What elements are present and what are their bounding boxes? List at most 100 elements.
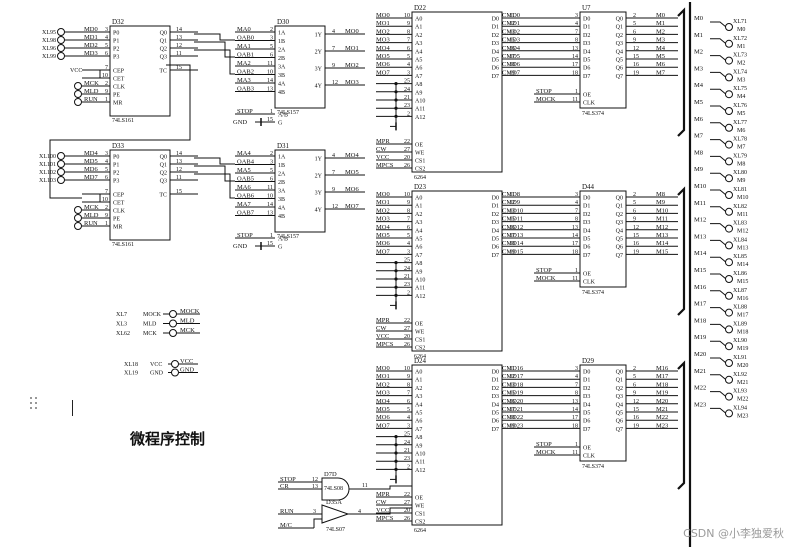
pin-number: 17 [572,415,578,421]
signal-label: MO3 [376,216,390,223]
pin-number: 27 [404,500,410,506]
pin-number: 1 [105,221,108,227]
pin-number: 26 [404,342,410,348]
connector-terminal [171,368,179,377]
pin-number: 3 [270,36,273,42]
wire [710,172,727,179]
pin-name: A3 [415,220,422,226]
pin-name: TC [159,69,167,75]
signal-label: MO6 [376,61,390,68]
output-terminal [725,392,733,401]
signal-label: MLD [84,212,99,219]
pin-name: 4B [278,90,285,96]
drag-handle-icon[interactable] [30,397,38,413]
chip-name: D29 [582,357,595,365]
pin-name: D0 [492,17,499,23]
signal-label: MOCK [143,312,162,318]
pin-name: OE [583,446,591,452]
signal-label: MPCS [376,162,394,169]
ram-d24-body [411,364,503,526]
wire [710,206,727,213]
pin-number: 7 [575,382,578,388]
ram-d23-body [411,190,503,352]
wire [710,139,727,145]
pin-name: Q5 [616,411,623,417]
pin-name: Q2 [616,33,623,39]
pin-name: D7 [583,253,590,259]
pin-number: 7 [105,189,108,195]
pin-name: Q1 [160,163,167,169]
pin-name: CS1 [415,159,425,165]
connector-label: XL101 [39,162,56,168]
pin-name: A5 [415,237,422,243]
pin-name: 4A [278,82,286,88]
pin-number: 3 [575,366,578,372]
pin-number: 16 [509,225,515,231]
signal-label: CMD20 [502,398,523,405]
pin-number: 23 [404,103,410,109]
pin-name: D7 [583,427,590,433]
pin-number: 4 [105,35,108,41]
signal-label: MO4 [376,45,390,52]
signal-label: M4 [656,45,666,52]
output-terminal [725,359,733,367]
signal-label: M19 [656,390,668,397]
signal-label: MD4 [84,150,98,157]
signal-label: CMD6 [502,61,521,68]
chip-type: 74LS161 [112,118,134,124]
signal-label: MO0 [345,28,359,35]
pin-name: A0 [415,17,422,23]
pin-name: A6 [415,245,422,251]
signal-label: M13 [694,233,706,240]
pin-name: A8 [415,435,422,441]
signal-label: MA4 [237,150,251,157]
pin-number: 27 [404,147,410,153]
pin-number: 24 [404,266,410,272]
signal-label: CMD10 [502,207,523,214]
pin-number: 1 [270,109,273,115]
pin-name: A0 [415,196,422,202]
pin-number: 1 [575,268,578,274]
input-terminal [74,82,82,90]
signal-label: M22 [694,385,706,392]
pin-name: WE [415,151,425,157]
pin-number: 3 [575,13,578,19]
mux-d31-body [274,149,326,233]
pin-number: 7 [332,46,335,52]
pin-name: A9 [415,443,422,449]
pin-number: 13 [572,225,578,231]
signal-label: M23 [656,422,668,429]
connector-label: XL71 [733,19,747,25]
pin-number: 6 [270,177,273,183]
pin-name: D3 [583,41,590,47]
signal-label: M3 [737,77,745,83]
pin-name: A4 [415,402,422,408]
signal-label: VCC [376,333,389,340]
signal-label: MO1 [345,45,359,52]
pin-name: A12 [415,294,425,300]
pin-number: 8 [575,217,578,223]
pin-name: A10 [415,99,425,105]
pin-name: Q3 [616,41,623,47]
signal-label: M21 [737,380,748,386]
connector-label: XL93 [733,389,747,395]
pin-number: 4 [407,62,410,68]
pin-number: 6 [105,51,108,57]
signal-label: MO0 [376,12,390,19]
pin-number: 13 [509,29,515,35]
signal-label: MPCS [376,341,394,348]
output-terminal [725,56,733,65]
pin-number: 11 [176,175,182,181]
pin-number: 1 [105,97,108,103]
pin-number: 17 [509,407,515,413]
pin-number: 18 [509,241,515,247]
connector-label: XL79 [733,153,747,159]
pin-number: 12 [176,167,182,173]
pin-name: D5 [583,411,590,417]
pin-name: Q3 [160,179,167,185]
pin-number: 23 [404,456,410,462]
chip-type: 6264 [414,354,426,360]
wire [710,407,727,414]
pin-name: 3A [278,189,286,195]
pin-name: P2 [113,171,119,177]
